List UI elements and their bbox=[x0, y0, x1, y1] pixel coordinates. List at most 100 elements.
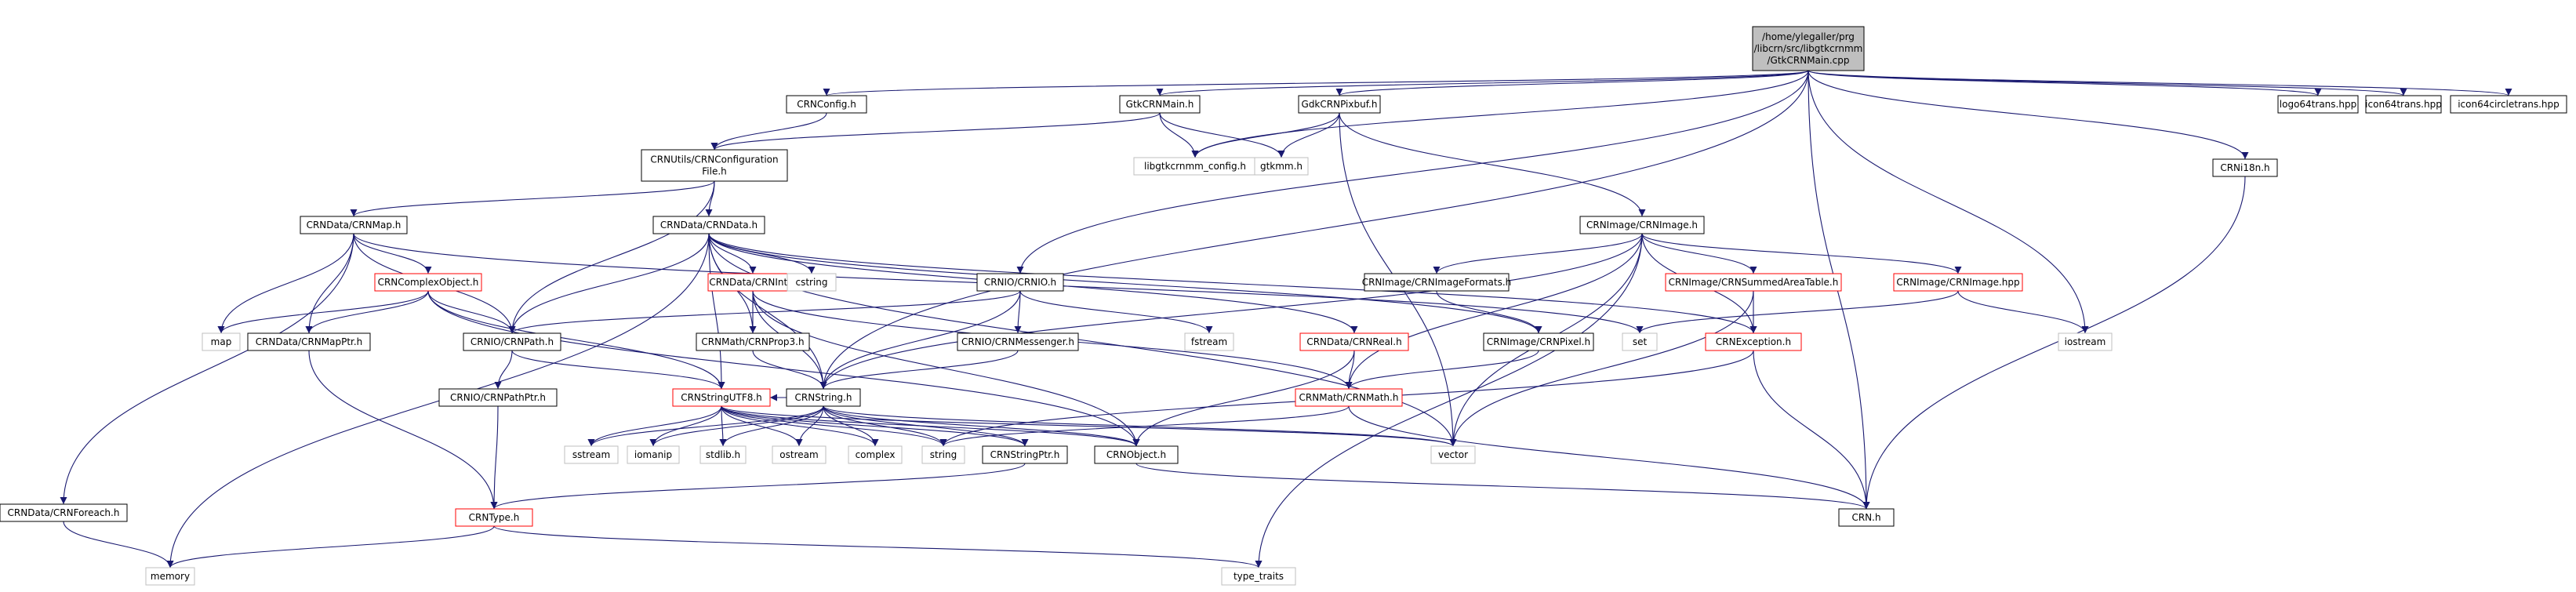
edge-gdkpix-to-gtkmm bbox=[1277, 112, 1340, 158]
node-label: CRN.h bbox=[1851, 512, 1880, 523]
node-label: CRNStringPtr.h bbox=[990, 449, 1060, 460]
node-prop3[interactable]: CRNMath/CRNProp3.h bbox=[696, 332, 810, 351]
node-utf8[interactable]: CRNStringUTF8.h bbox=[672, 388, 771, 407]
node-gdkpix[interactable]: GdkCRNPixbuf.h bbox=[1298, 95, 1381, 114]
edge-crndata-to-pixel bbox=[708, 233, 1542, 334]
node-real[interactable]: CRNData/CRNReal.h bbox=[1299, 332, 1409, 351]
node-box bbox=[2212, 158, 2278, 177]
edge-utf8-to-sstream bbox=[587, 405, 722, 447]
node-label: CRNComplexObject.h bbox=[378, 277, 479, 288]
node-label: iomanip bbox=[634, 449, 672, 460]
node-box bbox=[1838, 508, 1895, 527]
node-crntype[interactable]: CRNType.h bbox=[455, 508, 533, 527]
node-box bbox=[463, 332, 561, 351]
node-sat[interactable]: CRNImage/CRNSummedAreaTable.h bbox=[1665, 273, 1842, 292]
node-label: CRNData/CRNMap.h bbox=[307, 220, 401, 231]
node-crnint[interactable]: CRNData/CRNInt.h bbox=[707, 273, 798, 292]
node-label: icon64circletrans.hpp bbox=[2458, 99, 2560, 110]
node-label: string bbox=[930, 449, 957, 460]
node-label: map bbox=[211, 336, 232, 347]
node-box bbox=[848, 445, 903, 464]
node-ostream: ostream bbox=[772, 445, 827, 464]
node-box bbox=[374, 273, 482, 292]
node-label: CRNi18n.h bbox=[2220, 162, 2269, 173]
edge-pathptr-to-crntype bbox=[490, 405, 499, 510]
edge-root-to-crnstring bbox=[819, 70, 1809, 390]
node-mapptr[interactable]: CRNData/CRNMapPtr.h bbox=[247, 332, 371, 351]
node-imgfmt[interactable]: CRNImage/CRNImageFormats.h bbox=[1362, 273, 1512, 292]
edge-crnstring-to-complex bbox=[823, 405, 879, 447]
node-imghpp[interactable]: CRNImage/CRNImage.hpp bbox=[1893, 273, 2023, 292]
node-label: CRNType.h bbox=[469, 512, 520, 523]
edge-crnstring-to-object bbox=[823, 405, 1140, 447]
node-object[interactable]: CRNObject.h bbox=[1094, 445, 1179, 464]
node-vector: vector bbox=[1430, 445, 1476, 464]
edge-crnimage-to-typetraits bbox=[1255, 233, 1643, 568]
edge-crnstring-to-ostream bbox=[795, 405, 824, 447]
node-config[interactable]: CRNConfig.h bbox=[786, 95, 867, 114]
node-cplx[interactable]: CRNComplexObject.h bbox=[374, 273, 482, 292]
node-label: CRNString.h bbox=[795, 392, 852, 403]
edge-crnstring-to-sstream bbox=[587, 405, 824, 447]
node-pixel[interactable]: CRNImage/CRNPixel.h bbox=[1483, 332, 1594, 351]
node-crnio[interactable]: CRNIO/CRNIO.h bbox=[976, 273, 1064, 292]
node-label: CRNObject.h bbox=[1106, 449, 1166, 460]
node-i18n[interactable]: CRNi18n.h bbox=[2212, 158, 2278, 177]
node-label: /home/ylegaller/prg bbox=[1762, 31, 1855, 42]
node-pathptr[interactable]: CRNIO/CRNPathPtr.h bbox=[438, 388, 558, 407]
node-label: fstream bbox=[1191, 336, 1227, 347]
node-complex: complex bbox=[848, 445, 903, 464]
node-path[interactable]: CRNIO/CRNPath.h bbox=[463, 332, 561, 351]
node-crndata[interactable]: CRNData/CRNData.h bbox=[652, 216, 765, 234]
node-except[interactable]: CRNException.h bbox=[1705, 332, 1802, 351]
node-label: /GtkCRNMain.cpp bbox=[1768, 55, 1850, 66]
edge-foreach-to-memory bbox=[63, 521, 174, 568]
edge-crnimage-to-crnstring bbox=[819, 233, 1643, 390]
node-libgtkcfg: libgtkcrnmm_config.h bbox=[1133, 157, 1257, 176]
node-box bbox=[1295, 388, 1403, 407]
node-crnmath[interactable]: CRNMath/CRNMath.h bbox=[1295, 388, 1403, 407]
node-box bbox=[1752, 26, 1865, 71]
node-label: ostream bbox=[779, 449, 818, 460]
edge-utf8-to-vector bbox=[721, 405, 1457, 447]
node-label: CRNStringUTF8.h bbox=[681, 392, 762, 403]
edge-root-to-iconc bbox=[1808, 70, 2512, 96]
node-string: string bbox=[921, 445, 965, 464]
node-crnimage[interactable]: CRNImage/CRNImage.h bbox=[1579, 216, 1705, 234]
edge-root-to-crnio bbox=[1016, 70, 1809, 274]
node-label: CRNMath/CRNMath.h bbox=[1299, 392, 1399, 403]
node-gtkmm: gtkmm.h bbox=[1254, 157, 1309, 176]
node-iconc[interactable]: icon64circletrans.hpp bbox=[2450, 95, 2567, 114]
node-gtkmain[interactable]: GtkCRNMain.h bbox=[1119, 95, 1201, 114]
edge-real-to-object bbox=[1132, 350, 1355, 447]
node-box bbox=[957, 332, 1079, 351]
node-messenger[interactable]: CRNIO/CRNMessenger.h bbox=[957, 332, 1079, 351]
node-memory: memory bbox=[145, 567, 195, 586]
node-box bbox=[0, 503, 128, 522]
node-label: CRNIO/CRNPathPtr.h bbox=[450, 392, 546, 403]
node-icon[interactable]: icon64trans.hpp bbox=[2365, 95, 2442, 114]
node-strptr[interactable]: CRNStringPtr.h bbox=[982, 445, 1068, 464]
edge-crndata-to-path bbox=[508, 233, 710, 334]
node-crnstring[interactable]: CRNString.h bbox=[786, 388, 861, 407]
edge-layer bbox=[60, 70, 2512, 568]
node-cstring: cstring bbox=[787, 273, 837, 292]
node-crnh[interactable]: CRN.h bbox=[1838, 508, 1895, 527]
edge-gdkpix-to-crnimage bbox=[1339, 112, 1646, 217]
node-root: /home/ylegaller/prg/libcrn/src/libgtkcrn… bbox=[1752, 26, 1865, 71]
node-label: GdkCRNPixbuf.h bbox=[1302, 99, 1378, 110]
node-foreach[interactable]: CRNData/CRNForeach.h bbox=[0, 503, 128, 522]
node-set: set bbox=[1622, 332, 1658, 351]
edge-utf8-to-object bbox=[721, 405, 1140, 447]
node-crnmap[interactable]: CRNData/CRNMap.h bbox=[300, 216, 408, 234]
edge-crnstring-to-stdlib bbox=[719, 405, 824, 447]
node-box bbox=[2277, 95, 2359, 114]
edge-root-to-icon bbox=[1808, 70, 2407, 96]
node-label: memory bbox=[151, 571, 190, 582]
node-logo[interactable]: logo64trans.hpp bbox=[2277, 95, 2359, 114]
edge-cfgfile-to-crndata bbox=[705, 180, 715, 217]
edge-mapptr-to-crntype bbox=[308, 350, 498, 510]
edge-crndata-to-cstring bbox=[708, 233, 816, 274]
edge-crnmap-to-map bbox=[217, 233, 354, 334]
